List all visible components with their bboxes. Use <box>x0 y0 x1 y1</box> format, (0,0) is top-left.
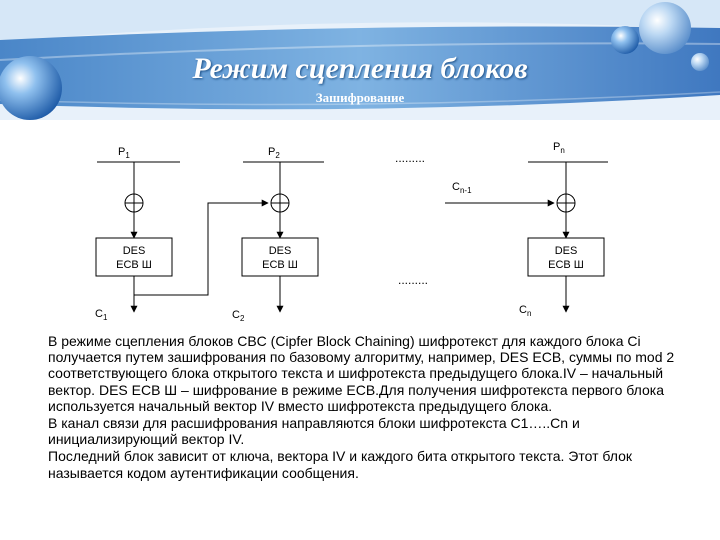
des-block-2-line2: ECB Ш <box>262 259 298 271</box>
des-block-1-line1: DES <box>123 245 146 257</box>
paragraph-3: Последний блок зависит от ключа, вектора… <box>48 448 633 481</box>
des-block-1-line2: ECB Ш <box>116 259 152 271</box>
page-title: Режим сцепления блоков <box>192 52 528 85</box>
paragraph-2: В канал связи для расшифрования направля… <box>48 415 580 448</box>
des-block-n-line2: ECB Ш <box>548 259 584 271</box>
input-label-n: Pn <box>553 141 565 155</box>
header-banner <box>0 0 720 120</box>
description-text: В режиме сцепления блоков CBC (Cipfer Bl… <box>48 333 688 482</box>
output-label-1: C1 <box>95 308 108 322</box>
xor-icon-1 <box>124 193 144 213</box>
input-label-1: P1 <box>118 146 130 160</box>
chain-line-1 <box>134 199 269 296</box>
input-label-2: P2 <box>268 146 280 160</box>
paragraph-1: В режиме сцепления блоков CBC (Cipfer Bl… <box>48 333 675 414</box>
prev-cipher-label: Cn-1 <box>452 181 472 195</box>
decor-sphere-right-small <box>611 26 639 54</box>
cbc-diagram: P1 P2 Pn Cn-1 DES ECB Ш DES ECB Ш DES EC… <box>95 141 608 323</box>
des-block-n-line1: DES <box>555 245 578 257</box>
decor-sphere-right-tiny <box>691 53 709 71</box>
output-label-2: C2 <box>232 309 245 323</box>
decor-sphere-right-large <box>639 2 691 54</box>
des-block-2-line1: DES <box>269 245 292 257</box>
page-subtitle: Зашифрование <box>315 90 405 105</box>
output-label-n: Cn <box>519 304 531 318</box>
decor-sphere-left <box>0 56 62 120</box>
xor-icon-2 <box>270 193 290 213</box>
xor-icon-n <box>556 193 576 213</box>
ellipsis-top: ......... <box>395 151 425 165</box>
ellipsis-bottom: ......... <box>398 273 428 287</box>
